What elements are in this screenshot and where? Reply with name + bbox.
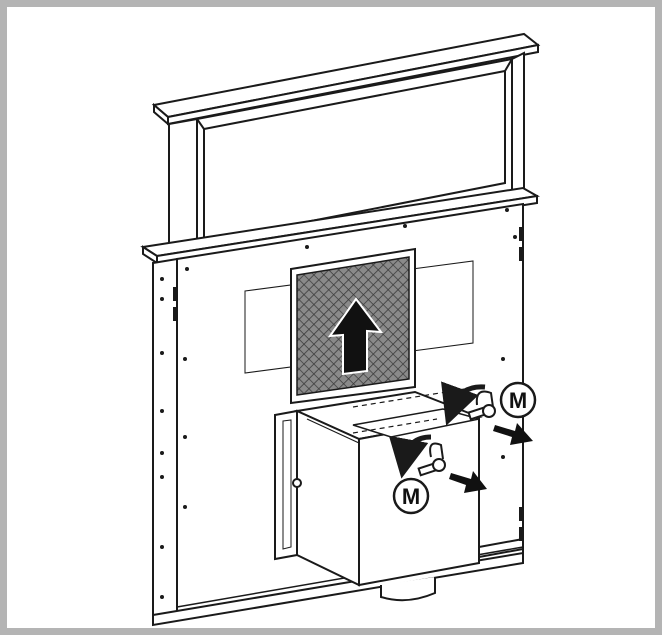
pull-arrow-icon: [449, 423, 533, 493]
installation-diagram: M M: [140, 32, 541, 627]
screw-wire: [429, 390, 494, 460]
upward-arrow-icon: [327, 297, 384, 376]
marker-label: M: [402, 484, 420, 509]
rotate-arrow-icon: [388, 381, 486, 479]
mounting-holes: [160, 208, 523, 599]
alignment-lines: [352, 386, 478, 434]
marker-label: M: [509, 388, 527, 413]
marker-m-1: M: [499, 381, 537, 419]
marker-m-2: M: [392, 477, 430, 515]
